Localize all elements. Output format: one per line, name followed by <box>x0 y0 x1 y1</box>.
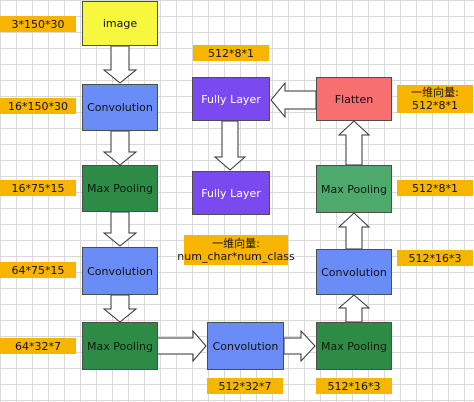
output-shape-label: 一维向量: num_char*num_class <box>177 235 295 265</box>
arrow-fully1-to-fully2 <box>213 120 247 171</box>
pool1-shape-label: 16*75*15 <box>0 180 76 196</box>
arrow-pool4-to-flatten <box>337 120 371 166</box>
max-pooling-block-2: Max Pooling <box>82 322 158 370</box>
output-shape-line2: num_char*num_class <box>177 250 295 263</box>
pool4-shape-label: 512*8*1 <box>397 180 473 196</box>
arrow-conv3-to-pool3 <box>283 329 316 363</box>
arrow-pool3-to-conv4 <box>337 294 371 323</box>
conv4-shape-label: 512*16*3 <box>397 250 473 266</box>
arrow-conv4-to-pool4 <box>337 212 371 250</box>
convolution-block-3: Convolution <box>207 322 284 370</box>
arrow-pool2-to-conv3 <box>156 329 207 363</box>
conv2-shape-label: 64*75*15 <box>0 262 76 278</box>
pool3-shape-label: 512*16*3 <box>316 378 392 394</box>
convolution-block-2: Convolution <box>82 247 158 295</box>
flatten-shape-line2: 512*8*1 <box>412 99 458 112</box>
arrow-conv1-to-pool1 <box>102 130 138 166</box>
flatten-block: Flatten <box>316 77 392 121</box>
fully-layer-block-1: Fully Layer <box>192 77 270 121</box>
max-pooling-block-3: Max Pooling <box>316 322 392 370</box>
flatten-shape-line1: 一维向量: <box>411 86 459 99</box>
arrow-image-to-conv1 <box>102 45 138 84</box>
fully-layer-block-2: Fully Layer <box>192 171 270 215</box>
image-shape-label: 3*150*30 <box>0 16 76 32</box>
arrow-conv2-to-pool2 <box>102 294 138 323</box>
fully1-shape-label: 512*8*1 <box>193 45 269 61</box>
conv3-shape-label: 512*32*7 <box>207 378 283 394</box>
arrow-pool1-to-conv2 <box>102 211 138 247</box>
max-pooling-block-1: Max Pooling <box>82 165 158 212</box>
convolution-block-1: Convolution <box>82 84 158 131</box>
pool2-shape-label: 64*32*7 <box>0 338 76 354</box>
max-pooling-block-4: Max Pooling <box>316 165 392 213</box>
conv1-shape-label: 16*150*30 <box>0 98 76 114</box>
flatten-shape-label: 一维向量: 512*8*1 <box>397 85 473 113</box>
image-block: image <box>82 1 158 46</box>
convolution-block-4: Convolution <box>316 249 392 295</box>
output-shape-line1: 一维向量: <box>212 237 260 250</box>
arrow-flatten-to-fully1 <box>270 81 317 119</box>
